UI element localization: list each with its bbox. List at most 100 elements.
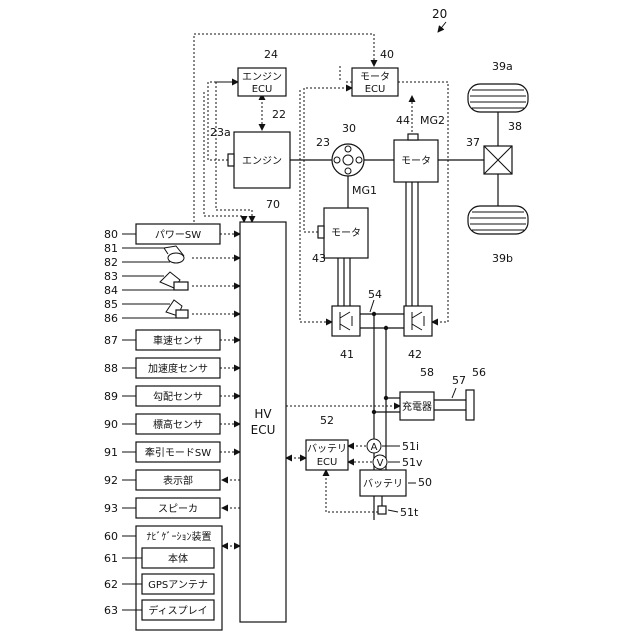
differential: 38 <box>484 120 522 174</box>
hv-ecu: HV ECU 70 <box>240 198 286 622</box>
plug-ref: 56 <box>472 366 486 379</box>
battery-ecu-ref: 52 <box>320 414 334 427</box>
navigation-item-61-ref: 61 <box>104 552 118 565</box>
battery-ecu: バッテリ ECU 52 <box>306 414 348 470</box>
navigation-device: ﾅﾋﾞｹﾞｰｼｮﾝ装置 60 本体 61 GPSアンテナ 62 ディスプレイ 6… <box>104 526 222 630</box>
navigation-title: ﾅﾋﾞｹﾞｰｼｮﾝ装置 <box>147 530 212 543</box>
cable-ref: 57 <box>452 374 466 387</box>
input-label-90: 標高センサ <box>153 418 203 431</box>
hv-ecu-line2: ECU <box>251 423 276 437</box>
voltage-sensor: V 51v <box>373 455 423 469</box>
charger-ref: 58 <box>420 366 434 379</box>
battery-ecu-line1: バッテリ <box>307 443 347 455</box>
mg1-ref: MG1 <box>352 184 377 197</box>
differential-ref: 38 <box>508 120 522 133</box>
input-tow-mode-switch: 牽引モードSW 91 <box>104 442 220 462</box>
current-sensor-ref: 51i <box>402 440 419 453</box>
input-ref-90: 90 <box>104 418 118 431</box>
engine-ecu-line1: エンジン <box>242 72 282 83</box>
battery-label: バッテリ <box>363 478 403 490</box>
input-label-92: 表示部 <box>163 474 193 487</box>
voltage-sensor-ref: 51v <box>402 456 423 469</box>
input-label-88: 加速度センサ <box>148 362 208 375</box>
input-label-87: 車速センサ <box>153 334 203 347</box>
input-power-switch: パワーSW 80 <box>104 224 220 244</box>
crankshaft-ref: 23 <box>316 136 330 149</box>
motor-ecu-line2: ECU <box>365 84 386 95</box>
input-altitude-sensor: 標高センサ 90 <box>104 414 220 434</box>
figure-number: 20 <box>432 7 447 21</box>
input-label-80: パワーSW <box>155 229 201 241</box>
navigation-item-63-ref: 63 <box>104 604 118 617</box>
navigation-item-63-label: ディスプレイ <box>148 604 207 617</box>
input-acceleration-sensor: 加速度センサ 88 <box>104 358 220 378</box>
inverter-42: 42 <box>404 306 432 361</box>
temp-sensor-ref: 51t <box>400 506 419 519</box>
motor-mg2: モータ MG2 44 <box>394 114 445 182</box>
navigation-ref: 60 <box>104 530 118 543</box>
charging-plug: 56 <box>466 366 486 420</box>
planetary-ref: 30 <box>342 122 356 135</box>
input-ref-85: 85 <box>104 298 118 311</box>
motor-ecu-ref: 40 <box>380 48 394 61</box>
mg2-label: モータ <box>401 155 431 167</box>
motor-mg1: モータ MG1 43 <box>312 184 377 265</box>
input-vehicle-speed-sensor: 車速センサ 87 <box>104 330 220 350</box>
charger-label: 充電器 <box>402 400 432 413</box>
wheel-bottom-ref: 39b <box>492 252 513 265</box>
output-speaker: スピーカ 93 <box>104 498 220 518</box>
battery-ecu-line2: ECU <box>317 457 338 468</box>
input-ref-84: 84 <box>104 284 118 297</box>
engine: エンジン 22 23a 23 <box>210 108 330 188</box>
input-gradient-sensor: 勾配センサ 89 <box>104 386 220 406</box>
input-ref-92: 92 <box>104 474 118 487</box>
motor-ecu: モータ ECU 40 <box>352 48 398 96</box>
engine-ref: 22 <box>272 108 286 121</box>
motor-ecu-line1: モータ <box>360 71 390 83</box>
voltage-sensor-symbol: V <box>377 458 384 469</box>
engine-sensor-ref: 23a <box>210 126 231 139</box>
drive-shaft-ref: 37 <box>466 136 480 149</box>
mg2-sensor-ref: 44 <box>396 114 410 127</box>
input-label-91: 牽引モードSW <box>145 446 211 459</box>
wheel-bottom: 39b <box>468 206 528 265</box>
input-ref-83: 83 <box>104 270 118 283</box>
inverter2-ref: 42 <box>408 348 422 361</box>
output-display: 表示部 92 <box>104 470 220 490</box>
input-ref-88: 88 <box>104 362 118 375</box>
input-ref-93: 93 <box>104 502 118 515</box>
mg1-label: モータ <box>331 227 361 239</box>
input-ref-80: 80 <box>104 228 118 241</box>
engine-label: エンジン <box>242 156 282 167</box>
temperature-sensor: 51t <box>378 496 419 519</box>
navigation-item-61-label: 本体 <box>168 552 188 565</box>
brake-pedal-icon: 85 86 <box>104 298 188 325</box>
power-line-ref: 54 <box>368 288 382 301</box>
planetary-gear: 30 <box>332 122 364 176</box>
inverter1-ref: 41 <box>340 348 354 361</box>
navigation-item-62-label: GPSアンテナ <box>148 579 208 591</box>
accelerator-pedal-icon: 83 84 <box>104 270 188 297</box>
input-ref-82: 82 <box>104 256 118 269</box>
engine-ecu-line2: ECU <box>252 84 273 95</box>
shift-lever-icon: 81 82 <box>104 242 184 269</box>
input-label-89: 勾配センサ <box>153 390 203 403</box>
mg2-ref: MG2 <box>420 114 445 127</box>
current-sensor-symbol: A <box>371 442 378 453</box>
battery: バッテリ 50 <box>360 470 432 496</box>
input-ref-81: 81 <box>104 242 118 255</box>
input-ref-86: 86 <box>104 312 118 325</box>
input-ref-91: 91 <box>104 446 118 459</box>
current-sensor: A 51i <box>367 439 419 453</box>
hv-ecu-ref: 70 <box>266 198 280 211</box>
figure-number-leader <box>438 22 446 32</box>
navigation-item-62-ref: 62 <box>104 578 118 591</box>
engine-ecu: エンジン ECU 24 <box>238 48 286 96</box>
mg1-sensor-ref: 43 <box>312 252 326 265</box>
input-label-93: スピーカ <box>158 503 198 515</box>
hv-ecu-line1: HV <box>254 407 272 421</box>
engine-ecu-ref: 24 <box>264 48 278 61</box>
charger: 充電器 58 <box>400 366 434 420</box>
battery-ref: 50 <box>418 476 432 489</box>
